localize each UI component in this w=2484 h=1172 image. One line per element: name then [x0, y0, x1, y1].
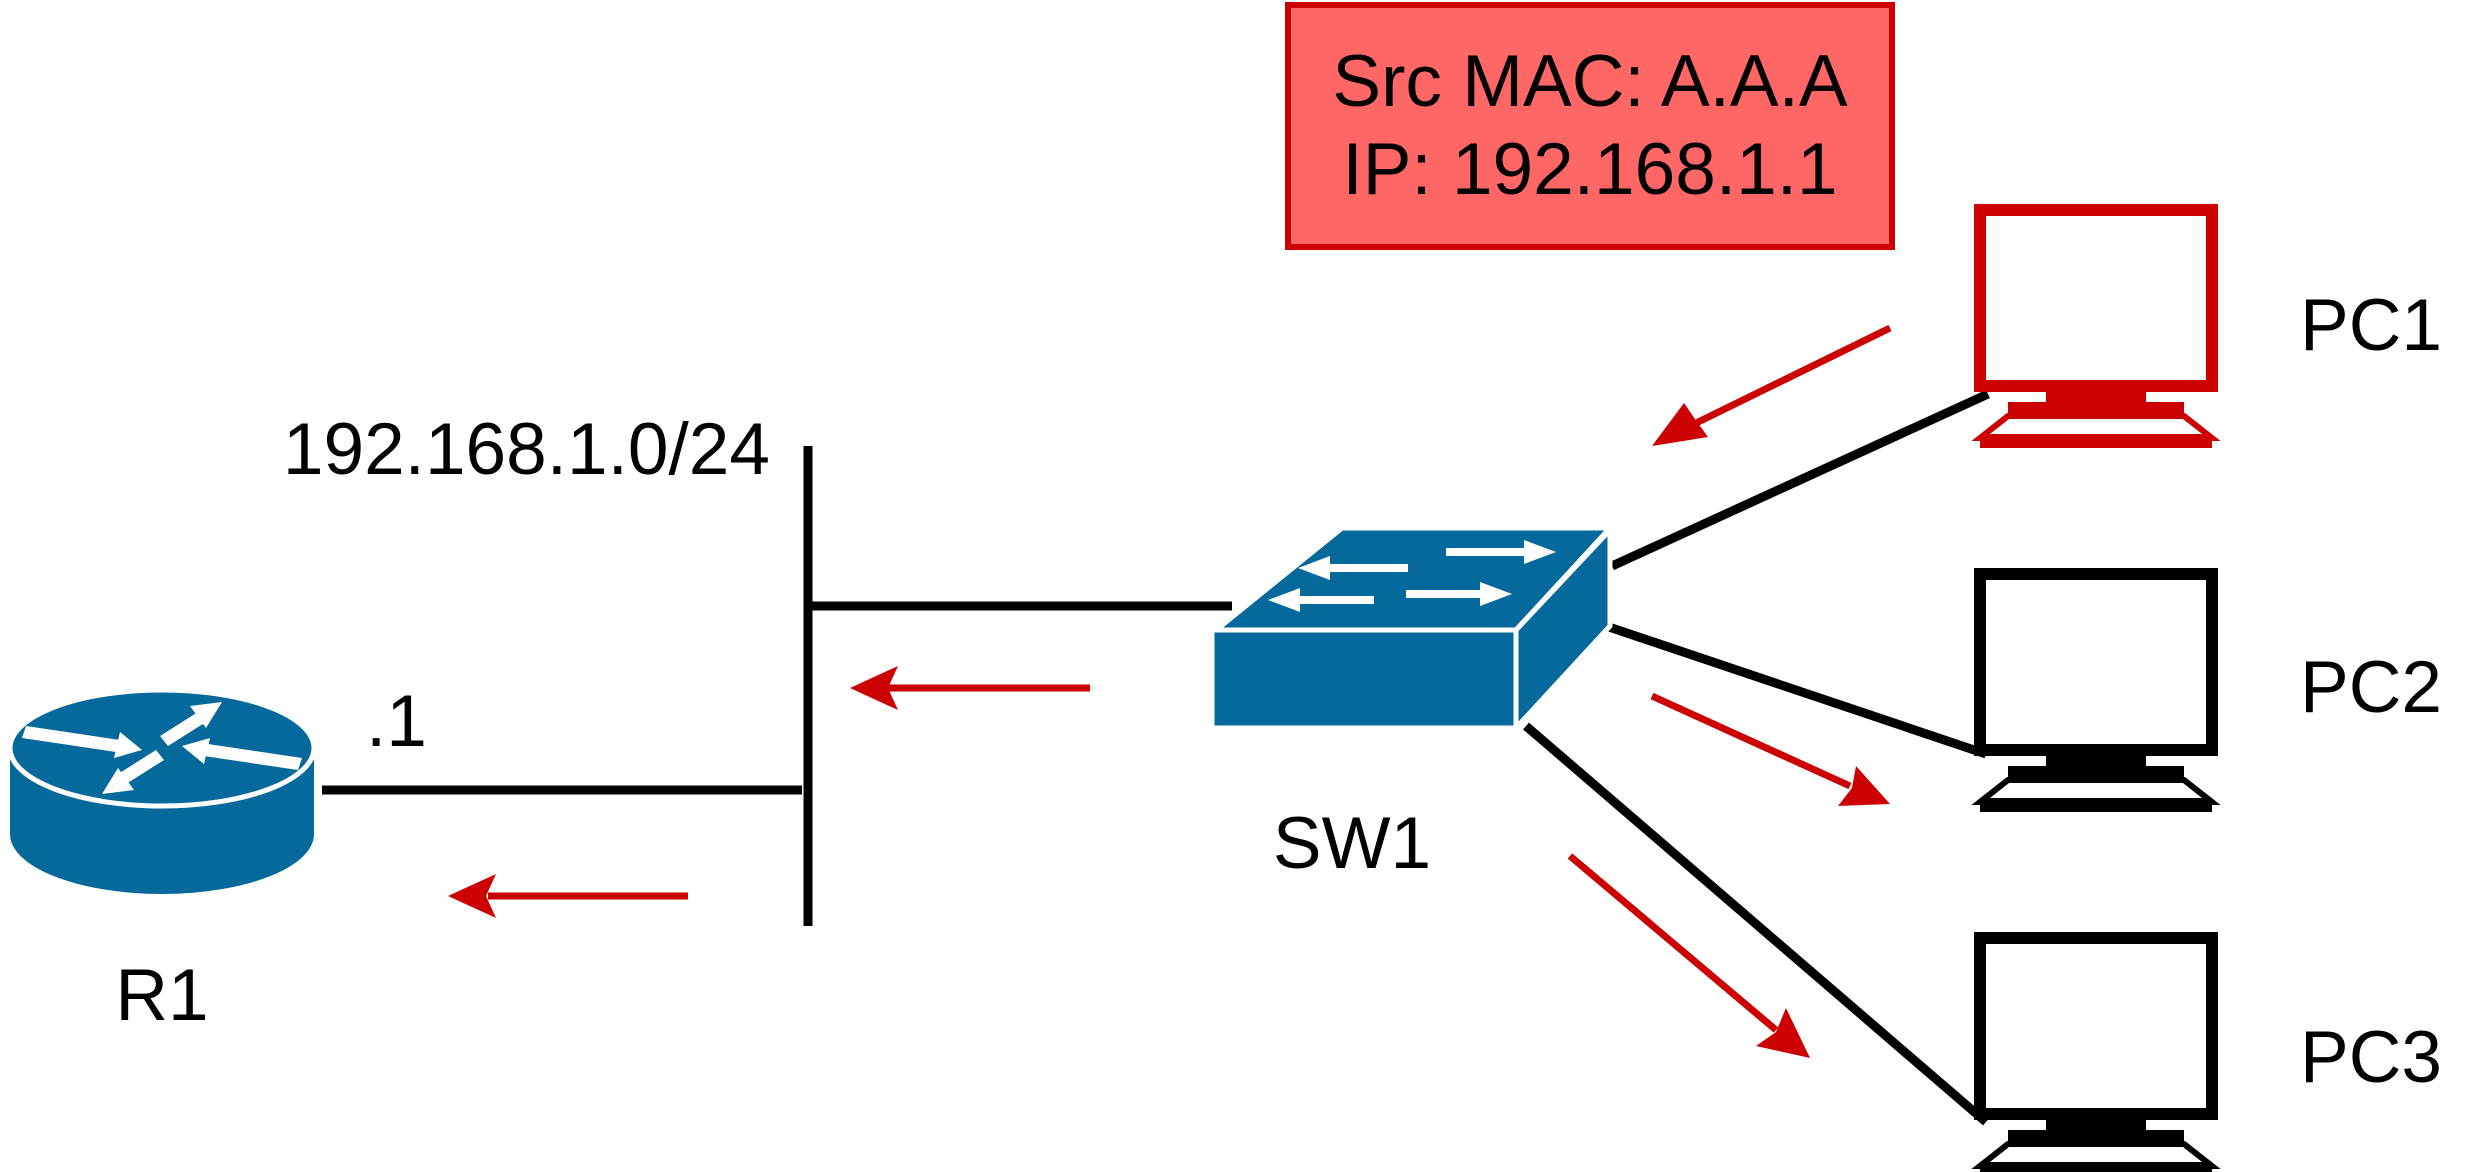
switch-name: SW1 [1273, 803, 1431, 884]
pc-icon[interactable] [1971, 932, 2221, 1172]
pc2-name: PC2 [2300, 647, 2442, 728]
arrow-sw1-to-pc3 [1567, 853, 1810, 1058]
switch-icon[interactable] [1208, 523, 1616, 735]
router-icon[interactable] [7, 687, 317, 894]
link-sw1-pc1 [1610, 389, 1990, 571]
traffic-arrows [448, 324, 1892, 1058]
links [322, 389, 1990, 1126]
subnet-label: 192.168.1.0/24 [283, 409, 770, 490]
frame-box-background [1285, 2, 1895, 250]
pc1-name: PC1 [2300, 285, 2442, 366]
link-sw1-pc2 [1604, 621, 1988, 759]
router-name: R1 [115, 955, 208, 1036]
frame-ip: IP: 192.168.1.1 [1342, 129, 1837, 210]
router-interface-label: .1 [366, 681, 427, 762]
arrow-sw1-to-pc2 [1650, 692, 1890, 806]
arrow-pc1-to-sw1 [1652, 324, 1892, 446]
pc3-name: PC3 [2300, 1017, 2442, 1098]
pc-icon[interactable] [1971, 204, 2221, 448]
pc-icon[interactable] [1971, 568, 2221, 812]
frame-box: Src MAC: A.A.A IP: 192.168.1.1 [1285, 2, 1895, 250]
arrow-sw1-to-bus [850, 666, 1090, 710]
frame-src-mac: Src MAC: A.A.A [1332, 41, 1847, 122]
link-sw1-pc3 [1523, 722, 1989, 1126]
arrow-bus-to-r1 [448, 874, 688, 918]
